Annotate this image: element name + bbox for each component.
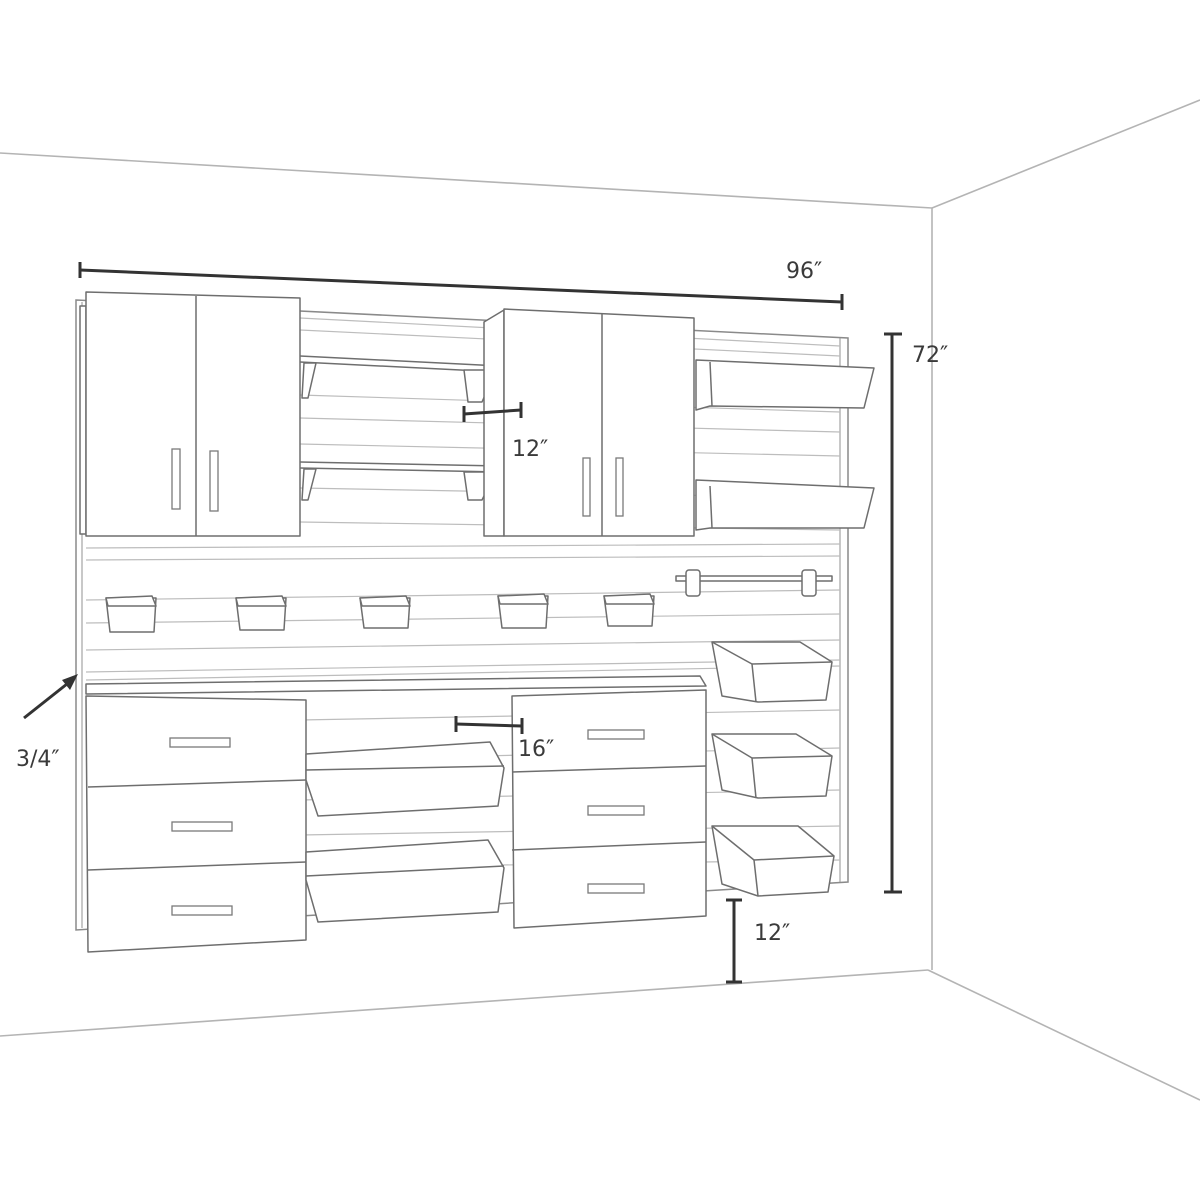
cabinet-handle <box>615 457 624 517</box>
dimension-bin-spacing <box>454 716 524 734</box>
room-outline <box>0 99 1200 1101</box>
stacking-bin-right-3 <box>711 825 835 897</box>
cabinet-handle <box>209 450 219 512</box>
small-bin-2 <box>235 595 287 631</box>
dimension-shelf-depth <box>462 402 523 422</box>
open-bin-center-2 <box>305 839 505 923</box>
drawer-handle <box>171 905 233 916</box>
small-bins <box>105 593 655 633</box>
drawer-handle <box>587 883 645 894</box>
dimension-floor-clearance <box>726 898 742 984</box>
cabinet-handle <box>582 457 591 517</box>
tool-rail <box>675 569 833 597</box>
small-bin-3 <box>359 595 411 629</box>
label-bin-spacing: 16″ <box>518 737 554 762</box>
drawer-handle <box>169 737 231 748</box>
dimension-height <box>884 332 902 894</box>
label-panel-thickness: 3/4″ <box>16 747 60 772</box>
label-width: 96″ <box>786 259 822 284</box>
label-shelf-depth: 12″ <box>512 437 548 462</box>
dimension-width <box>78 262 844 310</box>
hanging-bin-upper-2 <box>695 479 875 531</box>
drawer-unit-left <box>85 695 307 953</box>
drawer-handle <box>587 805 645 816</box>
label-height: 72″ <box>912 343 948 368</box>
upper-cabinet-left <box>79 291 301 537</box>
small-bin-1 <box>105 595 157 633</box>
worktop <box>85 675 707 695</box>
drawer-handle <box>171 821 233 832</box>
cabinet-handle <box>171 448 181 510</box>
drawer-handle <box>587 729 645 740</box>
small-bin-4 <box>497 593 549 629</box>
small-bin-5 <box>603 593 655 627</box>
open-bin-center-1 <box>305 741 505 817</box>
upper-cabinet-center <box>483 308 695 537</box>
drawer-unit-right <box>511 689 707 929</box>
hanging-bin-upper-1 <box>695 359 875 411</box>
label-floor-clearance: 12″ <box>754 921 790 946</box>
wire-shelf-lower <box>299 461 501 501</box>
stacking-bin-right-2 <box>711 733 833 799</box>
stacking-bin-right-1 <box>711 641 833 703</box>
dimension-panel-thickness-arrow <box>23 674 78 720</box>
